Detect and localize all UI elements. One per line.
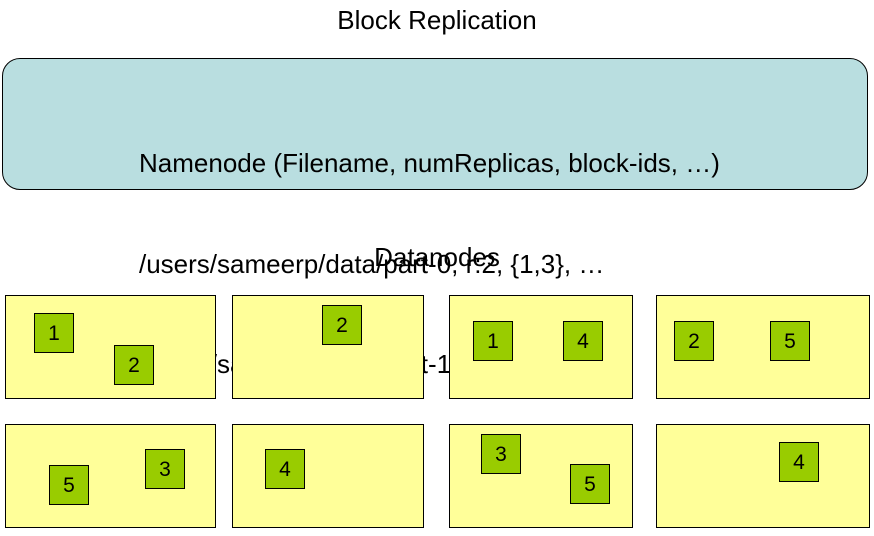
datanode-box-3: 1 4 <box>449 295 633 399</box>
block-replica: 3 <box>481 434 521 474</box>
namenode-file-entry: /users/sameerp/data/part-0, r:2, {1,3}, … <box>139 248 605 279</box>
diagram-title: Block Replication <box>337 5 537 35</box>
datanode-box-7: 3 5 <box>449 424 633 528</box>
datanode-box-1: 1 2 <box>5 295 216 399</box>
block-replica: 4 <box>563 321 603 361</box>
block-replica: 1 <box>473 321 513 361</box>
datanode-box-6: 4 <box>232 424 424 528</box>
block-replica: 2 <box>114 345 154 385</box>
block-replica: 1 <box>34 313 74 353</box>
datanode-box-5: 5 3 <box>5 424 216 528</box>
datanode-box-2: 2 <box>232 295 424 399</box>
block-replica: 5 <box>770 321 810 361</box>
block-replica: 4 <box>265 449 305 489</box>
block-replica: 2 <box>322 305 362 345</box>
block-replica: 5 <box>49 465 89 505</box>
block-replica: 2 <box>674 321 714 361</box>
namenode-header-line: Namenode (Filename, numReplicas, block-i… <box>139 148 720 178</box>
datanodes-heading: Datanodes <box>374 242 500 272</box>
namenode-box: Namenode (Filename, numReplicas, block-i… <box>2 58 868 379</box>
block-replica: 4 <box>779 442 819 482</box>
block-replica: 3 <box>145 449 185 489</box>
block-replica: 5 <box>570 464 610 504</box>
datanode-box-4: 2 5 <box>656 295 870 399</box>
datanode-box-8: 4 <box>656 424 870 528</box>
